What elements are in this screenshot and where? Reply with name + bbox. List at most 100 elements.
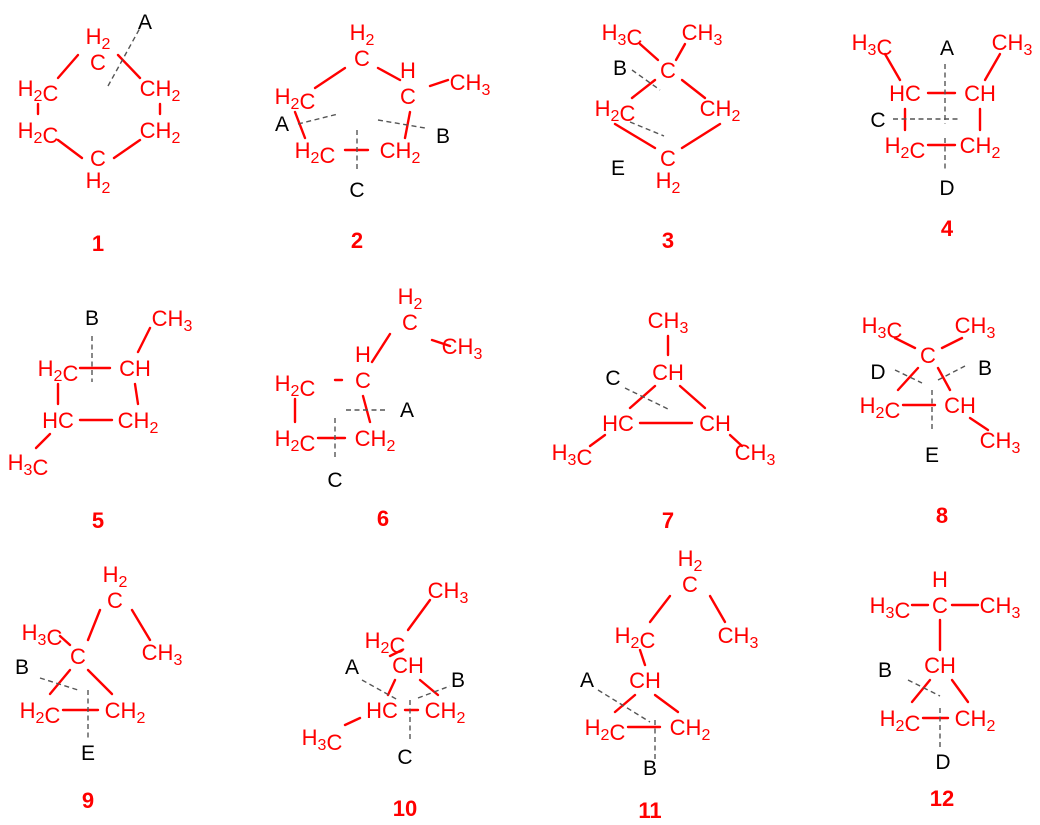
molecule-10-atom-6: H3C [302,725,343,755]
molecule-6-cut-label-a: A [400,399,414,422]
molecule-1-cut-line-1 [107,27,141,87]
molecule-12-atom-4: CH [924,653,956,678]
molecule-10-cut-line-1 [361,679,399,701]
molecule-10-cut-label-c: C [397,746,412,769]
molecule-8-cut-label-e: E [925,444,939,467]
molecule-10-bond-3 [386,678,397,697]
molecule-7-atom-5: H3C [552,440,593,470]
molecule-9-atom-2: H3C [22,620,63,650]
molecule-8-bond-1 [893,336,917,350]
molecule-9-cut-label-e: E [81,742,95,765]
molecule-11-cut-label-b: B [643,757,657,780]
molecule-6-atom-1: C [402,310,418,335]
molecule-3-bond-6 [680,122,722,150]
molecule-1-bond-5 [56,138,84,160]
molecule-8-cut-label-b: B [978,357,992,380]
molecule-7-bond-3 [678,384,707,410]
molecule-12-atom-5: H2C [880,706,921,736]
molecule-4-cut-label-c: C [870,109,885,132]
molecule-5-bond-6 [34,432,52,450]
molecule-10-bond-6 [343,716,362,727]
molecule-9-atom-4: C [70,644,86,669]
molecule-2-bond-2 [376,66,402,82]
molecule-12-atom-2: C [932,593,948,618]
molecule-10-atom-3: CH [392,653,424,678]
molecule-6-bond-1 [430,338,452,348]
molecule-10-cut-line-2 [417,685,451,699]
molecule-4-number: 4 [941,216,954,241]
molecule-12-atom-6: CH2 [955,706,996,735]
molecule-1-atom-2: H2C [18,76,59,106]
molecule-5-atom-3: CH [119,356,151,381]
molecule-9-cut-line-1 [39,677,79,691]
molecule-6-atom-6: CH2 [355,426,396,455]
molecule-6-bond-2 [370,332,392,364]
molecule-8-atom-3: C [920,343,936,368]
molecule-11-bond-1 [648,594,672,624]
molecule-5-bond-1 [136,326,152,354]
molecule-9-bond-4 [48,668,72,696]
molecule-11-bond-3 [638,648,647,667]
molecule-11-bond-5 [653,693,680,714]
molecule-4-bond-1 [883,52,902,82]
molecule-10-bond-4 [418,678,440,697]
molecule-5-atom-2: H2C [38,356,79,386]
molecule-11-atom-6: CH2 [670,715,711,744]
molecule-1-atom-5: CH2 [140,118,181,147]
molecule-8-atom-2: CH3 [955,313,996,342]
molecule-6-atom-2: CH3 [442,334,483,363]
molecule-1-bond-2 [116,53,142,80]
molecule-3-atom-6: C [660,146,676,171]
molecule-2-bond-4 [293,110,307,140]
molecule-3-bond-1 [638,42,660,62]
molecule-5-number: 5 [92,508,104,533]
molecule-4-atom-3: HC [889,81,921,106]
molecule-5-cut-label-b: B [85,307,99,330]
molecule-6-atom-3: C [355,368,371,393]
molecule-3-number: 3 [662,228,674,253]
molecule-12-bond-5 [950,678,970,704]
molecule-2-atom-3-top-h: H [400,58,416,83]
molecule-6-bond-5 [361,394,372,424]
molecule-1-atom-4: H2C [18,118,59,148]
molecule-3-cut-label-e: E [611,157,625,180]
molecule-10-atom-1: CH3 [428,578,469,607]
molecule-3-cut-line-2 [629,121,665,137]
molecule-8-atom-6: CH3 [980,428,1021,457]
molecule-12-atom-3: CH3 [980,593,1021,622]
molecule-11-bond-4 [613,693,637,714]
molecule-9-bond-1 [58,634,72,647]
molecule-11-atom-2: H2C [615,623,656,653]
molecule-9-bond-2 [86,608,102,642]
molecule-2-atom-1-top-h: H2 [350,20,375,49]
molecule-4-atom-6: CH2 [960,133,1001,162]
molecule-10-bond-1 [406,598,432,632]
molecule-2-number: 2 [351,228,363,253]
molecule-3-bond-3 [630,78,657,100]
molecule-3-atom-2: CH3 [682,20,723,49]
molecule-9-atom-1-top-h: H2 [103,562,128,591]
molecule-10-atom-5: CH2 [425,698,466,727]
molecule-4-atom-1: H3C [852,30,893,60]
molecule-1-number: 1 [92,231,104,256]
bond-layer [34,42,1002,729]
molecule-7-atom-3: HC [602,411,634,436]
molecule-4-cut-label-a: A [940,37,954,60]
molecule-5-bond-4 [133,382,140,406]
molecule-4-atom-5: H2C [885,133,926,163]
molecule-1-cut-label-a: A [138,11,152,34]
molecule-1-bond-1 [56,53,80,80]
molecule-1-atom-6-bottom-h: H2 [86,168,111,197]
molecule-8-bond-2 [940,336,964,350]
molecule-10-bond-2 [388,648,404,658]
molecule-5-atom-1: CH3 [152,306,193,335]
molecule-8-number: 8 [936,503,948,528]
molecule-7-atom-6: CH3 [735,440,776,469]
molecule-12-cut-label-b: B [878,659,892,682]
molecule-5-atom-5: CH2 [118,408,159,437]
molecule-3-cut-label-b: B [613,57,627,80]
molecule-8-bond-6 [968,416,990,432]
molecule-9-bond-5 [86,668,114,696]
molecule-2-cut-label-c: C [349,179,364,202]
